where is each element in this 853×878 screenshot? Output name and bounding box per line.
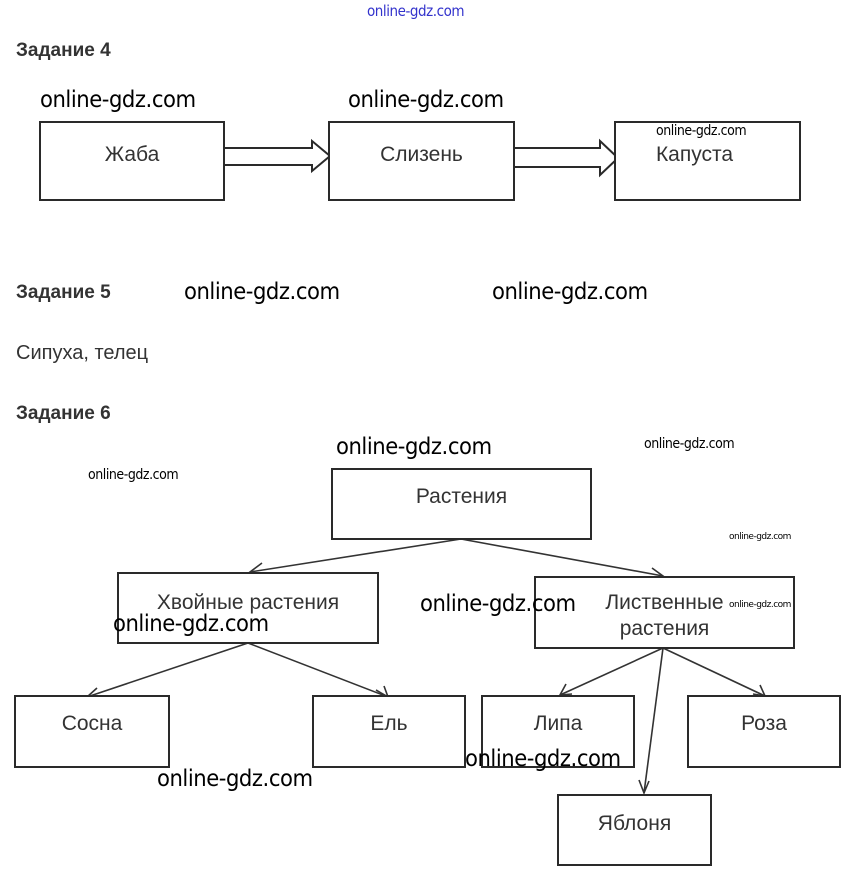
- node-label: растения: [619, 617, 710, 640]
- node-listvennye: Лиственные растения: [534, 576, 795, 649]
- node-yablonya: Яблоня: [557, 794, 712, 866]
- watermark: online-gdz.com: [88, 467, 179, 483]
- task4-heading: Задание 4: [16, 40, 111, 61]
- node-label: Капуста: [655, 143, 734, 166]
- watermark-top: online-gdz.com: [367, 2, 465, 20]
- watermark: online-gdz.com: [184, 279, 340, 305]
- task5-heading: Задание 5: [16, 282, 111, 303]
- arrowhead-yablonya: [638, 779, 650, 796]
- task6-heading: Задание 6: [16, 403, 111, 424]
- node-label: Яблоня: [597, 812, 672, 835]
- node-sosna: Сосна: [14, 695, 170, 768]
- block-arrow-1: [223, 138, 332, 174]
- node-label: Хвойные растения: [156, 591, 340, 614]
- node-label: Растения: [415, 485, 508, 508]
- watermark: online-gdz.com: [420, 591, 576, 617]
- watermark: online-gdz.com: [157, 766, 313, 792]
- watermark: online-gdz.com: [113, 611, 269, 637]
- watermark: online-gdz.com: [644, 436, 735, 452]
- edge-left-sosna: [86, 642, 249, 698]
- edge-left-el: [247, 642, 389, 698]
- node-label: Лиственные: [605, 591, 724, 614]
- watermark: online-gdz.com: [729, 532, 791, 542]
- node-rasteniya: Растения: [331, 468, 592, 540]
- node-slizen: Слизень: [328, 121, 515, 201]
- node-lipa: Липа: [481, 695, 635, 768]
- node-label: Липа: [533, 712, 583, 735]
- node-roza: Роза: [687, 695, 841, 768]
- watermark: online-gdz.com: [465, 746, 621, 772]
- watermark: online-gdz.com: [656, 123, 747, 139]
- watermark: online-gdz.com: [40, 87, 196, 113]
- node-el: Ель: [312, 695, 466, 768]
- edge-root-left: [249, 538, 462, 573]
- task5-answer: Сипуха, телец: [16, 342, 149, 364]
- watermark: online-gdz.com: [729, 600, 791, 610]
- watermark: online-gdz.com: [336, 434, 492, 460]
- watermark: online-gdz.com: [492, 279, 648, 305]
- block-arrow-2: [513, 138, 620, 178]
- node-label: Ель: [370, 712, 408, 735]
- edge-right-roza: [662, 647, 766, 697]
- node-khvoynye: Хвойные растения: [117, 572, 379, 644]
- node-label: Роза: [741, 712, 787, 735]
- edge-right-lipa: [559, 647, 664, 696]
- watermark: online-gdz.com: [348, 87, 504, 113]
- node-label: Слизень: [380, 143, 463, 166]
- node-zhaba: Жаба: [39, 121, 225, 201]
- node-kapusta: Капуста: [614, 121, 801, 201]
- node-label: Жаба: [104, 143, 160, 166]
- node-label: Сосна: [61, 712, 123, 735]
- edge-root-right: [460, 538, 664, 577]
- edge-right-yablonya: [643, 647, 664, 794]
